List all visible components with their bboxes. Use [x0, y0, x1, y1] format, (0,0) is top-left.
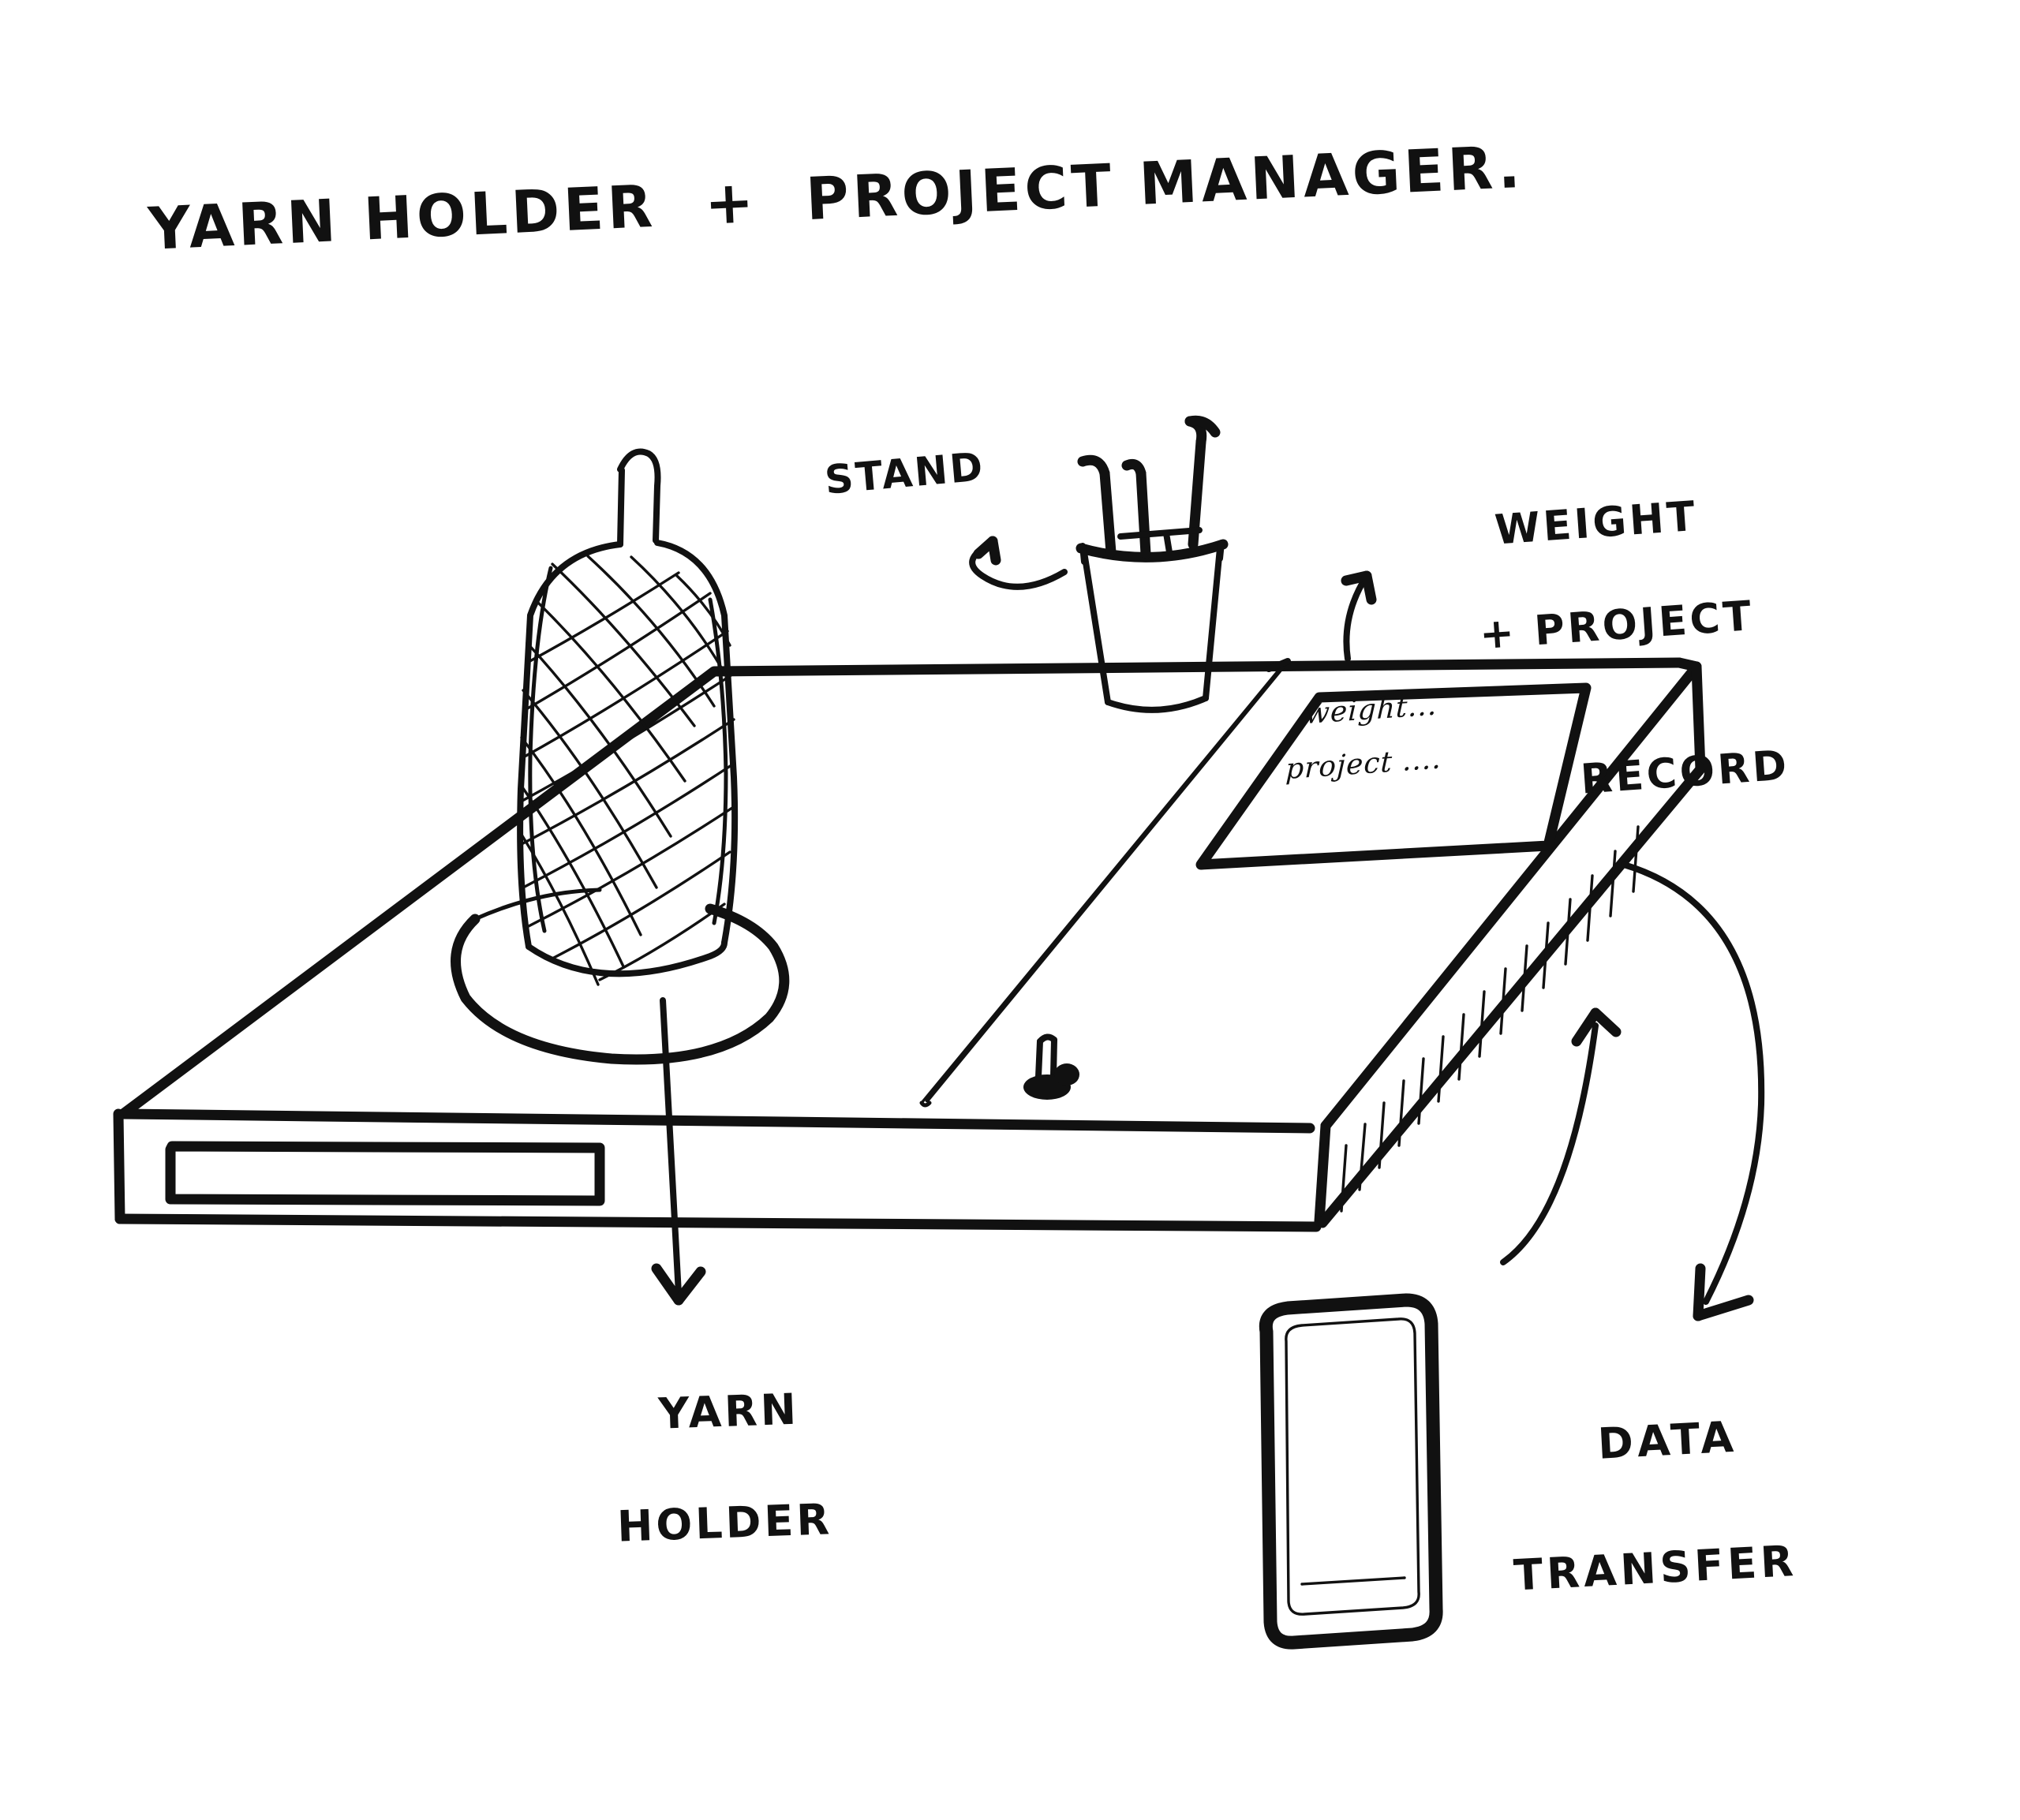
label-data-line2: TRANSFER: [1512, 1536, 1799, 1601]
base-board: [113, 657, 1706, 1232]
needle-cup: [1075, 415, 1229, 713]
crochet-hook-1: [1077, 454, 1117, 558]
yarn-holder-arrow: [651, 997, 706, 1306]
label-weight-line1: WEIGHT: [1493, 493, 1700, 555]
board-button[interactable]: [1023, 1033, 1079, 1100]
phone[interactable]: [1259, 1293, 1443, 1650]
stand-arrow: [969, 536, 1068, 590]
crochet-hook-2: [1121, 458, 1151, 559]
label-weight-project-record: WEIGHT + PROJECT RECORD: [1420, 439, 1798, 911]
crochet-hook-3: [1184, 415, 1221, 550]
label-yarn-holder: YARN HOLDER: [584, 1332, 836, 1654]
label-weight-line3: RECORD: [1579, 742, 1792, 804]
data-transfer-up-arrow: [1500, 1007, 1622, 1265]
label-weight-line2: + PROJECT: [1478, 592, 1756, 660]
front-slot: [165, 1141, 605, 1206]
label-data-line1: DATA: [1596, 1411, 1739, 1469]
edge-hatching: [1340, 825, 1640, 1213]
record-card: [1195, 682, 1592, 870]
cone-crosshatch: [519, 555, 735, 986]
holder-base-disc: [451, 888, 790, 1065]
label-yarn-line1: YARN: [657, 1384, 800, 1439]
label-data-transfer: DATA TRANSFER: [1513, 1358, 1804, 1701]
weight-arrow: [1341, 570, 1377, 662]
data-transfer-down-arrow: [1621, 861, 1765, 1321]
yarn-cone: [517, 448, 739, 986]
knitting-needle: [919, 658, 1291, 1108]
label-yarn-line2: HOLDER: [616, 1494, 833, 1552]
